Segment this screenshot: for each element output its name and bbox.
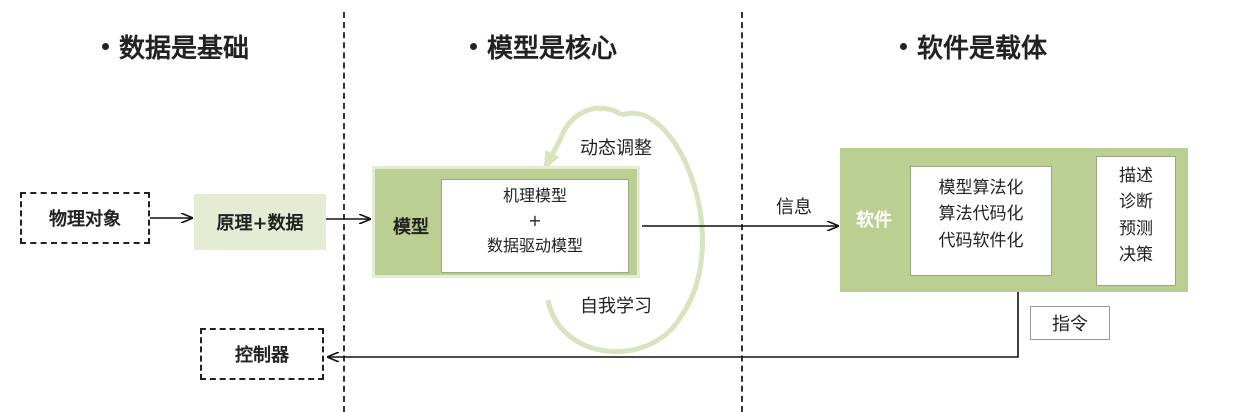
function-item: 预测 [1119,218,1153,239]
model-label: 模型 [393,217,429,238]
function-item: 诊断 [1119,192,1153,213]
bullet-icon [102,43,109,50]
dynamic-adjust-label: 动态调整 [580,138,652,159]
heading-text: 软件是载体 [917,34,1048,64]
bullet-icon [900,43,907,50]
controller-box: 控制器 [200,328,324,380]
command-box: 指令 [1030,306,1110,340]
functions-box: 描述 诊断 预测 决策 [1096,156,1176,286]
section-divider-1 [343,12,345,412]
software-step: 代码软件化 [938,230,1024,251]
mechanism-model-text: 机理模型 [502,186,567,205]
physical-object-box: 物理对象 [20,192,150,244]
function-item: 决策 [1119,245,1153,266]
principle-data-label: 原理+数据 [216,213,304,234]
command-label: 指令 [1052,314,1088,335]
heading-text: 模型是核心 [487,34,618,64]
software-label: 软件 [856,210,892,231]
learning-loop-head [542,138,563,170]
information-label: 信息 [776,197,812,218]
arrow-software-to-controller [328,292,1019,357]
controller-label: 控制器 [235,345,289,366]
heading-text: 数据是基础 [119,34,250,64]
physical-object-label: 物理对象 [49,209,121,230]
self-learning-label: 自我学习 [580,296,652,317]
software-box: 软件 模型算法化 算法代码化 代码软件化 描述 诊断 预测 决策 [840,148,1188,292]
software-step: 算法代码化 [938,204,1024,225]
model-inner-box: 机理模型 + 数据驱动模型 [441,179,629,273]
learning-loop-arrow [557,105,624,141]
plus-text: + [528,210,542,230]
software-step: 模型算法化 [938,178,1024,198]
data-driven-model-text: 数据驱动模型 [486,235,583,255]
software-steps-box: 模型算法化 算法代码化 代码软件化 [910,166,1052,276]
function-item: 描述 [1119,166,1153,186]
heading-software-carrier: 软件是载体 [900,28,1047,65]
learning-loop [545,110,705,354]
principle-data-box: 原理+数据 [194,194,326,250]
model-box: 模型 机理模型 + 数据驱动模型 [372,166,640,278]
heading-model-core: 模型是核心 [470,28,617,65]
section-divider-2 [741,12,743,412]
bullet-icon [470,43,477,50]
heading-data-foundation: 数据是基础 [102,28,249,65]
